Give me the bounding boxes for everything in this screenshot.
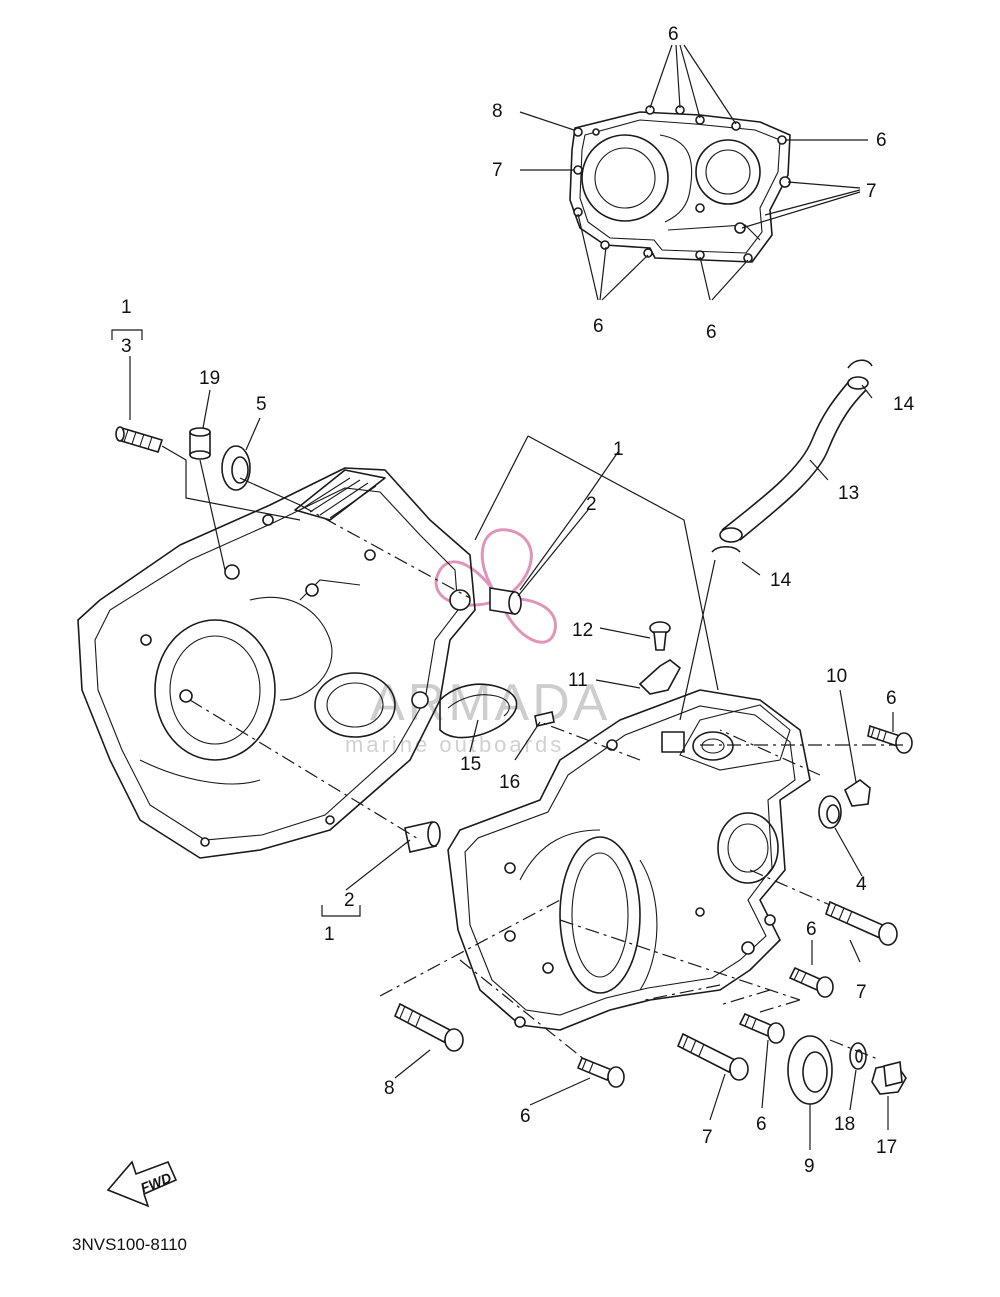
bolts [393, 724, 913, 1088]
bolt-7-lower [676, 1032, 749, 1081]
callout-8: 8 [384, 1078, 395, 1099]
oil-seal-5 [221, 445, 251, 491]
callout-2-left: 2 [344, 890, 355, 911]
bolt-6-lower-mid [738, 1012, 785, 1044]
drain-bolt-17 [871, 1060, 907, 1095]
callout-7-right: 7 [856, 982, 867, 1003]
watermark-brand: ARMADA [370, 674, 610, 732]
callout-6-gasket-bottom-right: 6 [706, 322, 717, 343]
callout-6-gasket-bottom-left: 6 [593, 316, 604, 337]
forward-direction-indicator: FWD [106, 1160, 178, 1208]
clamp-10 [843, 779, 871, 807]
callout-5: 5 [256, 394, 267, 415]
clamp-11 [638, 659, 682, 695]
callout-9: 9 [804, 1156, 815, 1177]
hose-clip-14-lower [711, 545, 741, 553]
hose-clip-14-upper [847, 359, 873, 369]
callout-13: 13 [838, 483, 859, 504]
callout-14-lower: 14 [770, 570, 792, 591]
callout-18: 18 [834, 1114, 855, 1135]
collar-2-upper [489, 587, 522, 615]
dowel-pin-3 [115, 426, 164, 453]
callout-1-center: 1 [613, 439, 624, 460]
callout-7-gasket-left: 7 [492, 160, 503, 181]
callout-14-upper: 14 [893, 394, 915, 415]
callout-6-lower-left: 6 [520, 1106, 531, 1127]
breather-hose-13 [719, 376, 869, 543]
oil-seal-4 [818, 795, 842, 829]
callout-7-gasket-right: 7 [866, 181, 877, 202]
callout-15: 15 [460, 754, 481, 775]
callout-7-lower: 7 [702, 1127, 713, 1148]
callout-12: 12 [572, 620, 593, 641]
callout-3: 3 [121, 336, 132, 357]
washer-18 [849, 1042, 867, 1070]
bolt-7-right [825, 900, 898, 946]
callout-8-gasket: 8 [492, 101, 503, 122]
callout-17: 17 [876, 1137, 897, 1158]
leader-lines [111, 329, 905, 1150]
left-crankcase-half [77, 467, 476, 859]
callout-6-lower-mid: 6 [756, 1114, 767, 1135]
bolt-6-upper-right [867, 724, 913, 754]
screw-12 [649, 621, 671, 651]
callout-6-gasket-top: 6 [668, 24, 679, 45]
collar-2-lower [404, 821, 441, 853]
watermark-propeller-logo [434, 528, 557, 644]
small-parts [115, 359, 907, 1105]
callout-6-right: 6 [806, 919, 817, 940]
callout-labels: 6 8 7 6 7 6 6 1 3 19 5 1 2 14 13 14 12 1… [121, 24, 915, 1177]
callout-10: 10 [826, 666, 847, 687]
callout-2-center: 2 [586, 494, 597, 515]
crankcase-gasket [569, 105, 791, 263]
callout-11: 11 [568, 670, 588, 691]
bolt-6-lower-left [576, 1056, 625, 1088]
right-crankcase-half [447, 689, 811, 1031]
callout-19: 19 [199, 368, 220, 389]
callout-1-lower: 1 [324, 924, 335, 945]
plug-19 [189, 427, 211, 460]
fwd-arrow-icon [106, 1160, 178, 1208]
bolt-8 [393, 1002, 464, 1052]
drawing-code: 3NVS100-8110 [72, 1235, 187, 1254]
gasket-leaders [519, 44, 868, 301]
gasket-holes [573, 105, 791, 263]
oil-seal-9 [787, 1035, 833, 1105]
callout-1-left: 1 [121, 297, 132, 318]
callout-6-upper-right: 6 [886, 688, 897, 709]
callout-4: 4 [856, 874, 867, 895]
bolt-6-right [788, 966, 834, 998]
callout-6-gasket-right: 6 [876, 130, 887, 151]
callout-16: 16 [499, 772, 520, 793]
gasket-15 [439, 683, 518, 739]
